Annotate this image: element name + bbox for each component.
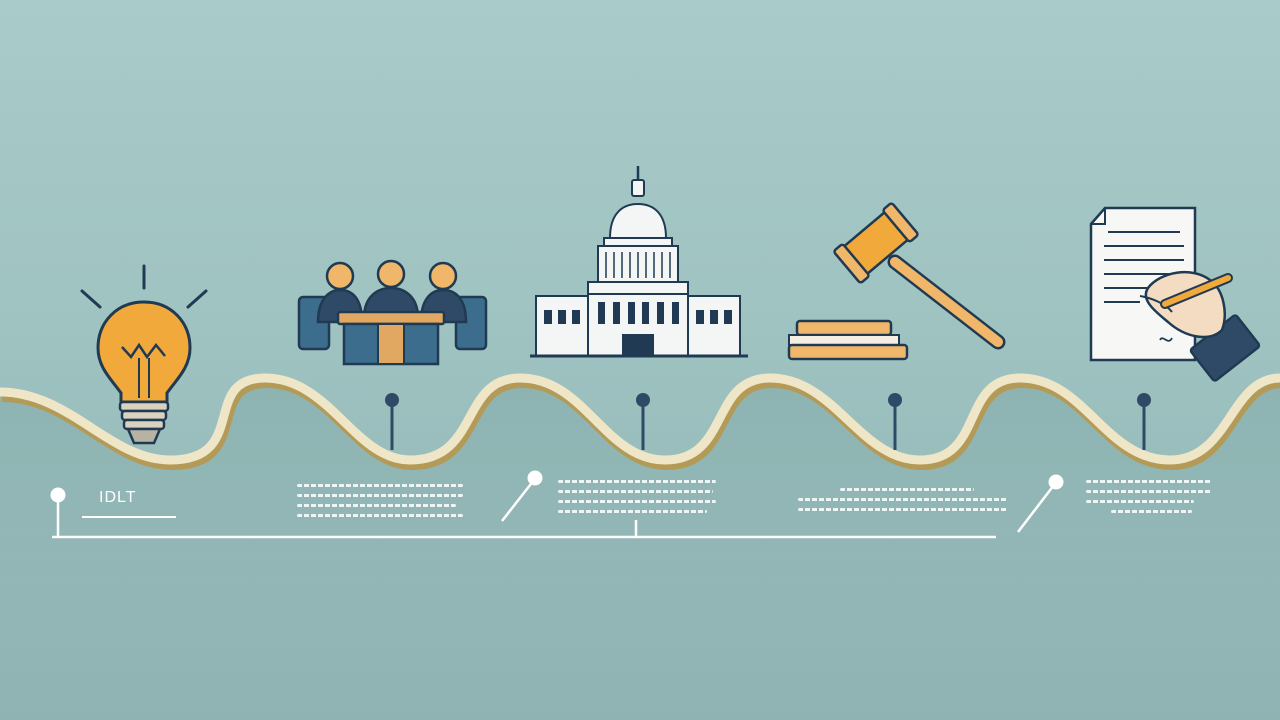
gavel-icon bbox=[787, 202, 1006, 361]
placeholder-text-block bbox=[798, 488, 1008, 518]
capitol-building-icon bbox=[530, 166, 748, 358]
wave-pin-2 bbox=[385, 393, 399, 450]
timeline bbox=[50, 470, 1064, 539]
wave-pin-5 bbox=[1137, 393, 1151, 450]
lightbulb-icon bbox=[80, 264, 208, 445]
meeting-table-icon bbox=[297, 259, 488, 366]
wave-pin-4 bbox=[888, 393, 902, 450]
wave-pin-3 bbox=[636, 393, 650, 450]
placeholder-text-block bbox=[558, 480, 716, 520]
placeholder-text-block bbox=[1086, 480, 1212, 520]
placeholder-text-block bbox=[297, 484, 463, 524]
signing-document-icon bbox=[1089, 206, 1261, 382]
wave-underfill bbox=[0, 378, 1280, 720]
stage-caption: IDLT bbox=[99, 489, 137, 506]
wave-ribbon bbox=[0, 373, 1280, 465]
